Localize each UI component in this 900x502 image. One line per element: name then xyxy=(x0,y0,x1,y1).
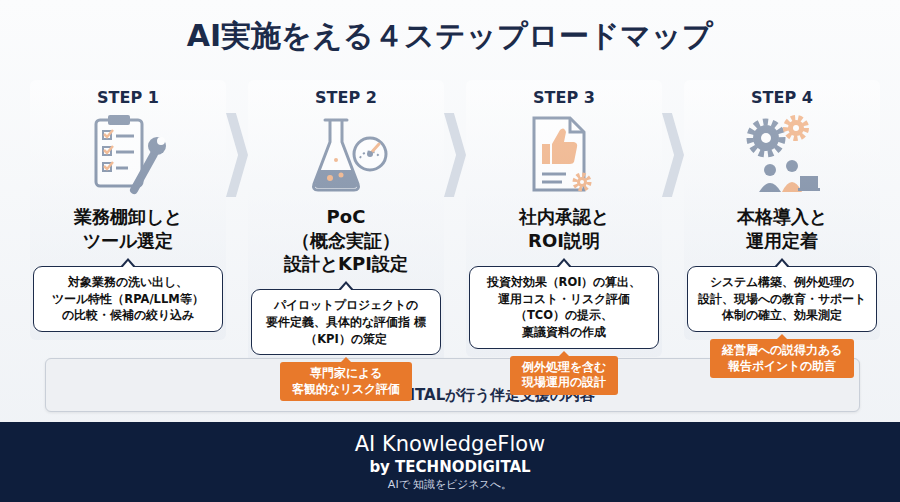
support-tag: 例外処理を含む 現場運用の設計 xyxy=(510,356,618,395)
support-tag: 経営層への説得力ある 報告ポイントの助言 xyxy=(710,339,854,378)
callout-text: 投資対効果（ROI）の算出、 運用コスト・リスク評価 （TCO）の提示、稟議資料… xyxy=(478,274,650,341)
brand-name: AI KnowledgeFlow xyxy=(355,431,546,457)
step-heading: 社内承認と ROI説明 xyxy=(519,205,609,252)
step-label: STEP 3 xyxy=(533,88,595,107)
speech-callout: 投資対効果（ROI）の算出、 運用コスト・リスク評価 （TCO）の提示、稟議資料… xyxy=(469,266,659,349)
tag-text: 例外処理を含む 現場運用の設計 xyxy=(522,360,606,391)
callout-text: システム構築、例外処理の 設計、現場への教育・サポート 体制の確立、効果測定 xyxy=(696,274,868,324)
brand-owner: by TECHNODIGITAL xyxy=(369,458,530,478)
brand-tagline: AIで 知識をビジネスへ。 xyxy=(388,477,512,492)
page-title: AI実施をえる４ステップロードマップ xyxy=(0,16,900,57)
chevron-arrow xyxy=(444,113,466,197)
step-column: STEP 3 社内承認と ROI説明投資対効果（ROI）の算出、 運用コスト・リス… xyxy=(466,80,662,357)
speech-callout: システム構築、例外処理の 設計、現場への教育・サポート 体制の確立、効果測定 xyxy=(687,266,877,332)
step-label: STEP 2 xyxy=(315,88,377,107)
speech-callout: パイロットプロジェクトの 要件定義、具体的な評価指 標（KPI）の策定 xyxy=(251,289,441,355)
step-heading: PoC（概念実証） 設計とKPI設定 xyxy=(284,205,408,275)
step-heading: 業務棚卸しと ツール選定 xyxy=(74,205,182,252)
step-column: STEP 1 業務棚卸しと ツール選定対象業務の洗い出し、 ツール特性（RPA/L… xyxy=(30,80,226,340)
chevron-arrow xyxy=(662,113,684,197)
support-tag: 専門家による 客観的なリスク評価 xyxy=(280,362,412,401)
step-column: STEP 2 PoC（概念実証） 設計とKPI設定パイロットプロジェクトの 要件定… xyxy=(248,80,444,363)
step-label: STEP 1 xyxy=(97,88,159,107)
callout-text: 対象業務の洗い出し、 ツール特性（RPA/LLM等） の比較・候補の絞り込み xyxy=(42,274,214,324)
band-label: TECHNODIGITALが行う伴走支援の内容 xyxy=(46,386,859,405)
tag-text: 経営層への説得力ある 報告ポイントの助言 xyxy=(722,343,842,374)
tag-text: 専門家による 客観的なリスク評価 xyxy=(292,366,400,397)
step-heading: 本格導入と 運用定着 xyxy=(737,205,827,252)
chevron-arrow xyxy=(226,113,248,197)
speech-callout: 対象業務の洗い出し、 ツール特性（RPA/LLM等） の比較・候補の絞り込み xyxy=(33,266,223,332)
footer-bar: AI KnowledgeFlowby TECHNODIGITALAIで 知識をビ… xyxy=(0,422,900,502)
callout-text: パイロットプロジェクトの 要件定義、具体的な評価指 標（KPI）の策定 xyxy=(260,297,432,347)
step-label: STEP 4 xyxy=(751,88,813,107)
step-column: STEP 4 本格導入と 運用定着システム構築、例外処理の 設計、現場への教育・サ… xyxy=(684,80,880,340)
